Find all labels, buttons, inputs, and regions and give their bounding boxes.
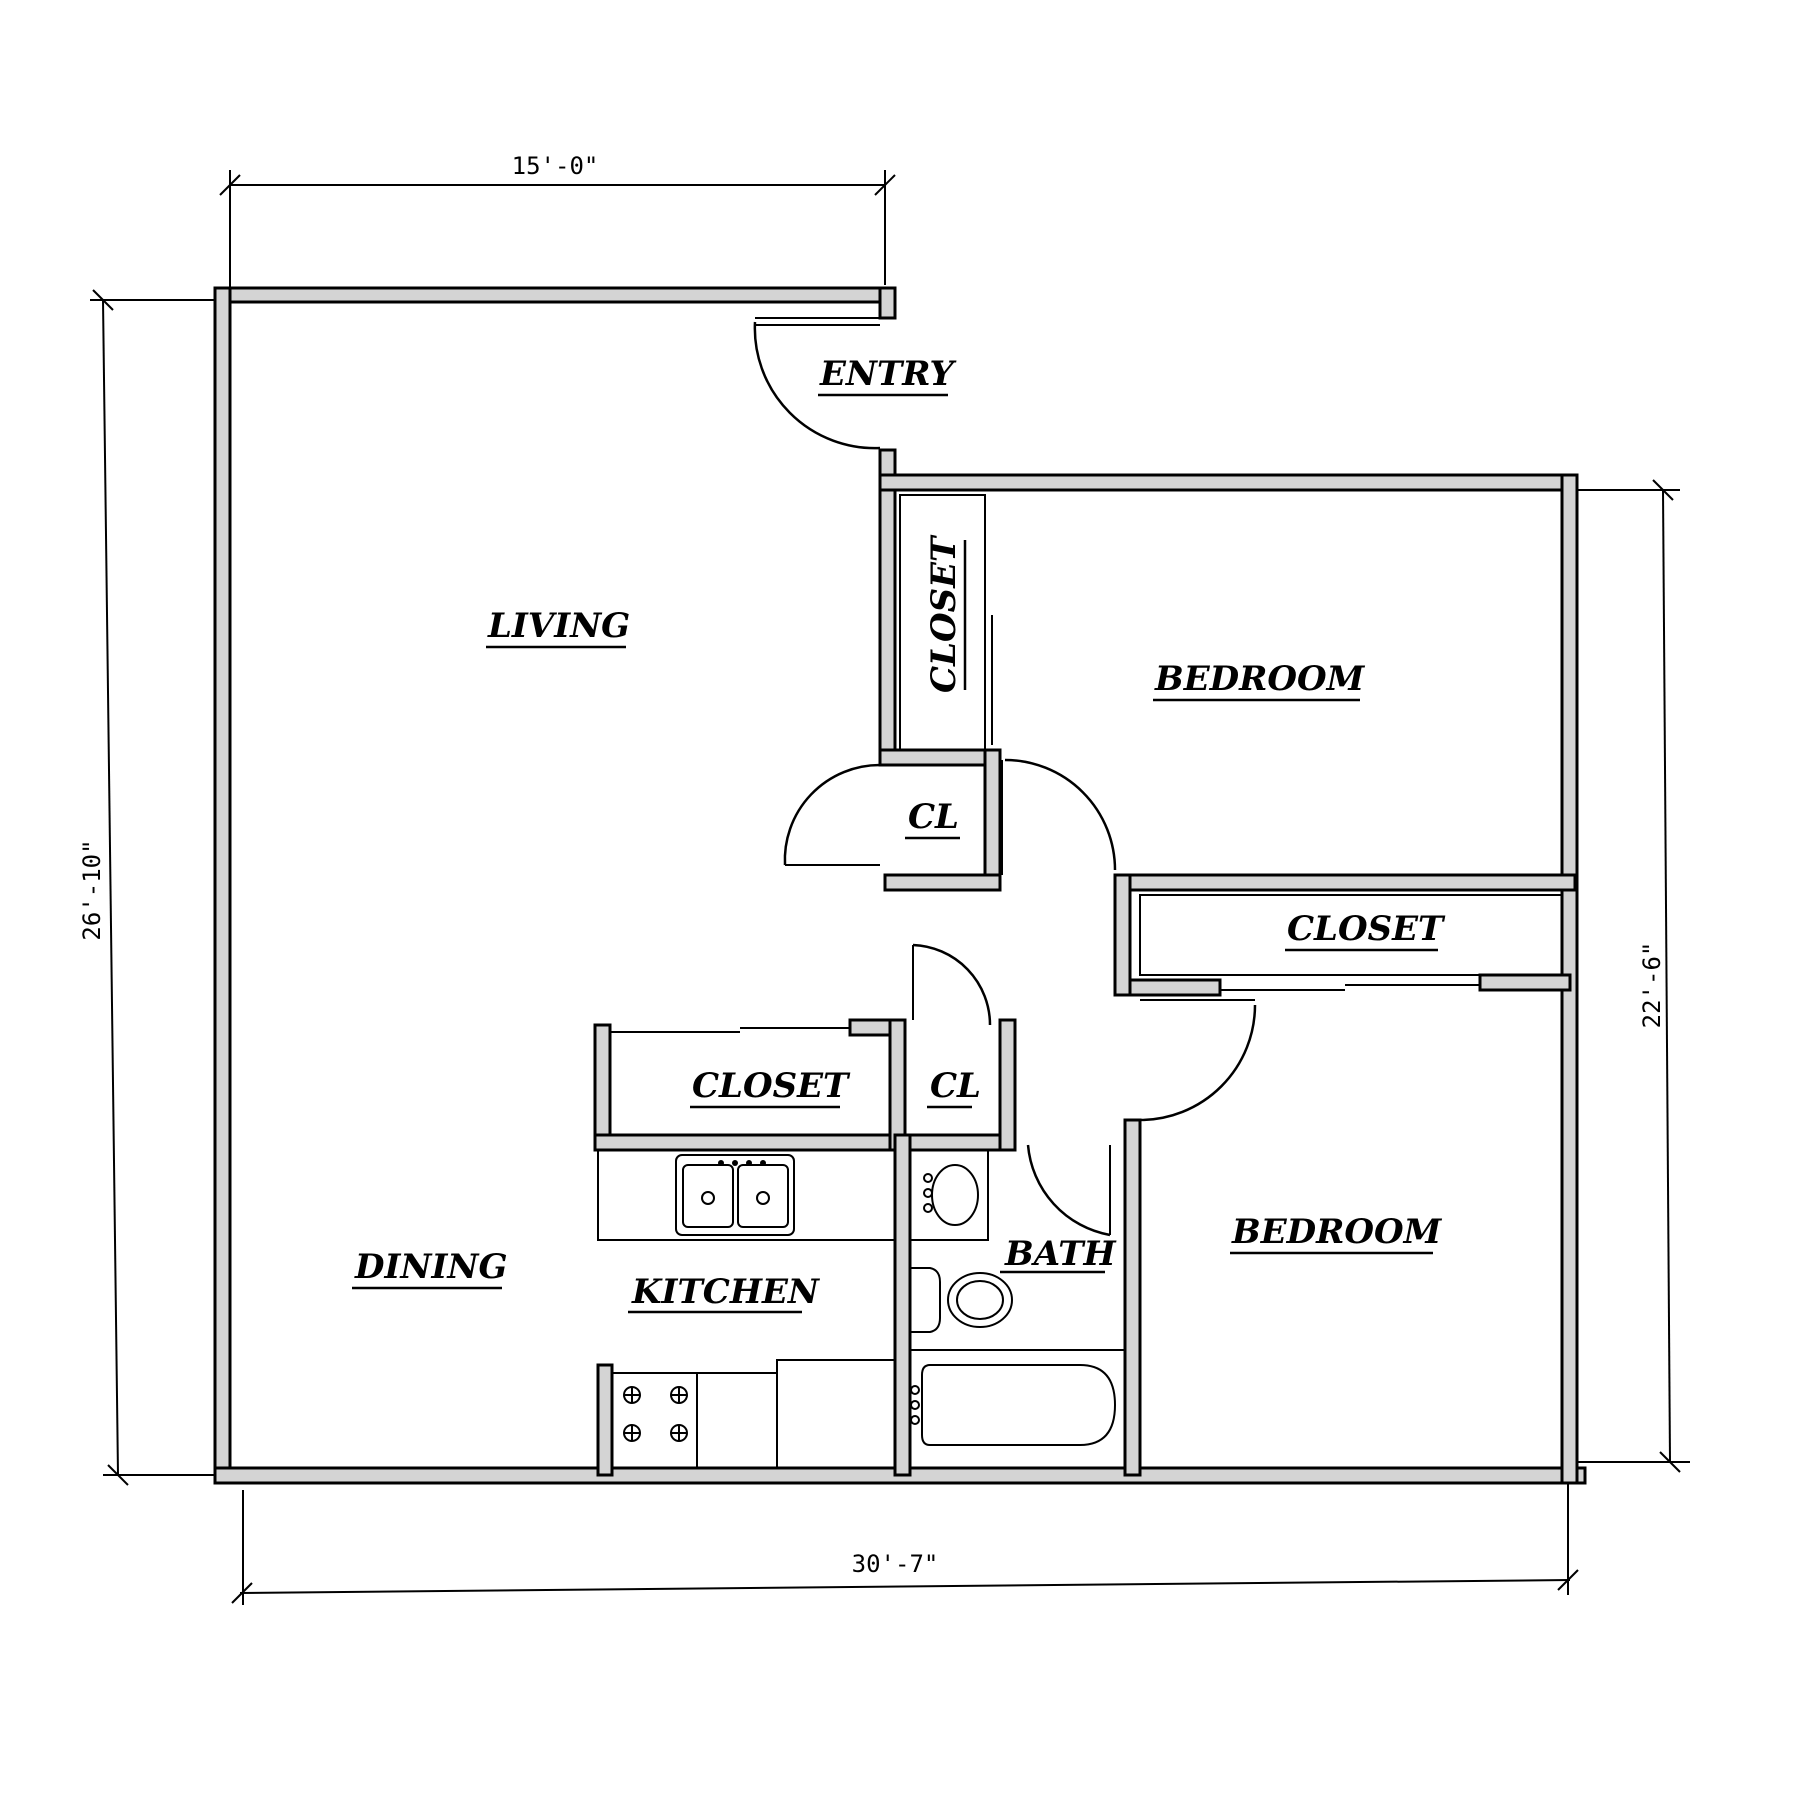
label-bedroom-2: BEDROOM — [1231, 1212, 1443, 1252]
bath-sink-icon — [909, 1149, 989, 1241]
kitchen-sink-icon — [675, 1154, 795, 1236]
closet-outlines — [899, 494, 1563, 976]
dimension-left: 26'-10" — [78, 289, 230, 1486]
label-cl-upper: CL — [908, 797, 959, 837]
kitchen-counter — [597, 1149, 896, 1469]
label-dining: DINING — [354, 1247, 508, 1287]
stove-burners-icon — [623, 1386, 688, 1442]
dimension-bottom: 30'-7" — [231, 1475, 1579, 1605]
interior-walls — [593, 748, 1577, 1477]
label-living: LIVING — [487, 606, 630, 646]
label-closet-bedroom1: CLOSET — [924, 534, 964, 693]
label-entry: ENTRY — [819, 354, 957, 394]
bath-fixtures — [909, 1149, 1125, 1446]
toilet-icon — [909, 1267, 1013, 1333]
label-bath: BATH — [1004, 1234, 1118, 1274]
bathtub-icon — [910, 1364, 1117, 1446]
room-labels: ENTRY LIVING CLOSET BEDROOM CL CLOSET CL… — [352, 354, 1446, 1314]
dimension-bottom-label: 30'-7" — [852, 1550, 939, 1578]
label-bedroom-1: BEDROOM — [1154, 659, 1366, 699]
label-closet-bedroom2: CLOSET — [1287, 909, 1446, 949]
dimension-top: 15'-0" — [219, 152, 896, 290]
dimension-left-label: 26'-10" — [78, 839, 106, 940]
label-cl-lower: CL — [930, 1066, 981, 1106]
dimension-right-label: 22'-6" — [1638, 942, 1666, 1029]
dimension-right: 22'-6" — [1570, 479, 1690, 1473]
label-closet-kitchen: CLOSET — [692, 1066, 851, 1106]
label-kitchen: KITCHEN — [631, 1272, 821, 1312]
dimension-top-label: 15'-0" — [512, 152, 599, 180]
